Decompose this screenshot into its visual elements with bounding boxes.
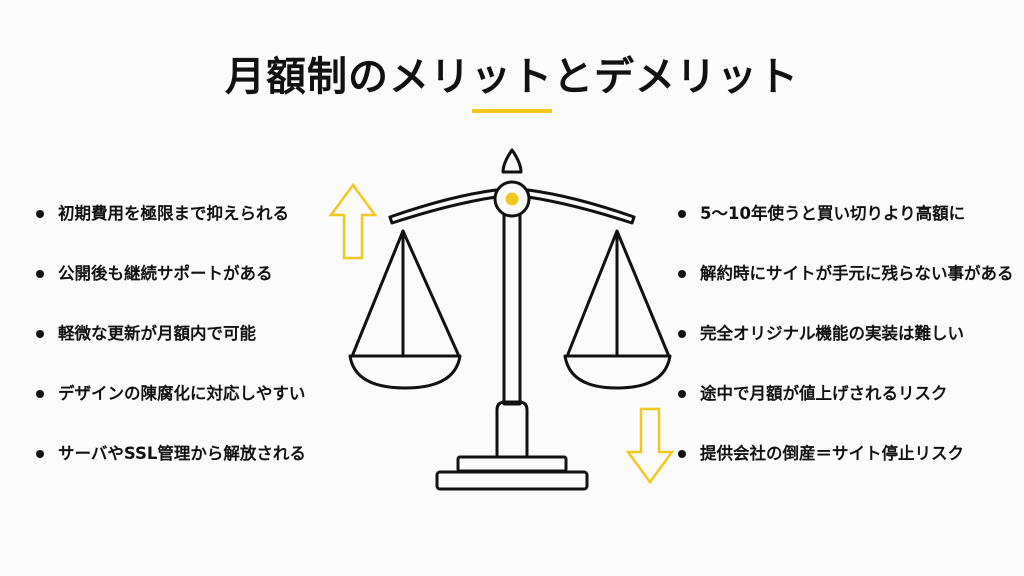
bullet-icon <box>36 270 44 278</box>
demerit-text: 途中で月額が値上げされるリスク <box>700 384 948 403</box>
demerit-text: 完全オリジナル機能の実装は難しい <box>700 324 964 343</box>
merit-item: デザインの陳腐化に対応しやすい <box>36 382 336 442</box>
arrow-down-icon <box>625 407 675 485</box>
merit-list: 初期費用を極限まで抑えられる 公開後も継続サポートがある 軽微な更新が月額内で可… <box>36 202 336 502</box>
page-title: 月額制のメリットとデメリット <box>225 54 799 100</box>
scale-beam <box>388 195 636 225</box>
merit-item: 初期費用を極限まで抑えられる <box>36 202 336 262</box>
demerit-item: 完全オリジナル機能の実装は難しい <box>678 322 1018 382</box>
demerit-item: 途中で月額が値上げされるリスク <box>678 382 1018 442</box>
arrow-up-icon <box>328 182 378 260</box>
left-pan-strings <box>351 229 460 356</box>
demerit-text: 提供会社の倒産＝サイト停止リスク <box>700 444 964 463</box>
demerit-list: 5〜10年使うと買い切りより高額に 解約時にサイトが手元に残らない事がある 完全… <box>678 202 1018 502</box>
left-pan <box>348 354 462 390</box>
bullet-icon <box>36 210 44 218</box>
demerit-text: 5〜10年使うと買い切りより高額に <box>700 204 966 223</box>
bullet-icon <box>36 330 44 338</box>
merit-text: 公開後も継続サポートがある <box>58 264 273 283</box>
right-pan-strings <box>566 229 670 356</box>
demerit-item: 5〜10年使うと買い切りより高額に <box>678 202 1018 262</box>
bullet-icon <box>36 390 44 398</box>
scale-neck <box>495 400 529 457</box>
merit-text: サーバやSSL管理から解放される <box>58 444 306 463</box>
merit-item: 軽微な更新が月額内で可能 <box>36 322 336 382</box>
right-pan <box>563 354 672 390</box>
bullet-icon <box>678 450 686 458</box>
pivot-accent <box>505 192 519 206</box>
scale-base <box>435 470 589 491</box>
merit-item: サーバやSSL管理から解放される <box>36 442 336 502</box>
bullet-icon <box>678 390 686 398</box>
title-underline <box>472 109 552 113</box>
demerit-item: 提供会社の倒産＝サイト停止リスク <box>678 442 1018 502</box>
scale-pillar <box>502 213 522 406</box>
merit-item: 公開後も継続サポートがある <box>36 262 336 322</box>
bullet-icon <box>678 210 686 218</box>
bullet-icon <box>36 450 44 458</box>
bullet-icon <box>678 270 686 278</box>
scale-base-top <box>456 455 568 473</box>
demerit-item: 解約時にサイトが手元に残らない事がある <box>678 262 1018 322</box>
merit-text: デザインの陳腐化に対応しやすい <box>58 384 306 403</box>
merit-text: 軽微な更新が月額内で可能 <box>58 324 256 343</box>
demerit-text: 解約時にサイトが手元に残らない事がある <box>700 264 1014 283</box>
bullet-icon <box>678 330 686 338</box>
scale-finial <box>501 148 523 174</box>
merit-text: 初期費用を極限まで抑えられる <box>58 204 289 223</box>
